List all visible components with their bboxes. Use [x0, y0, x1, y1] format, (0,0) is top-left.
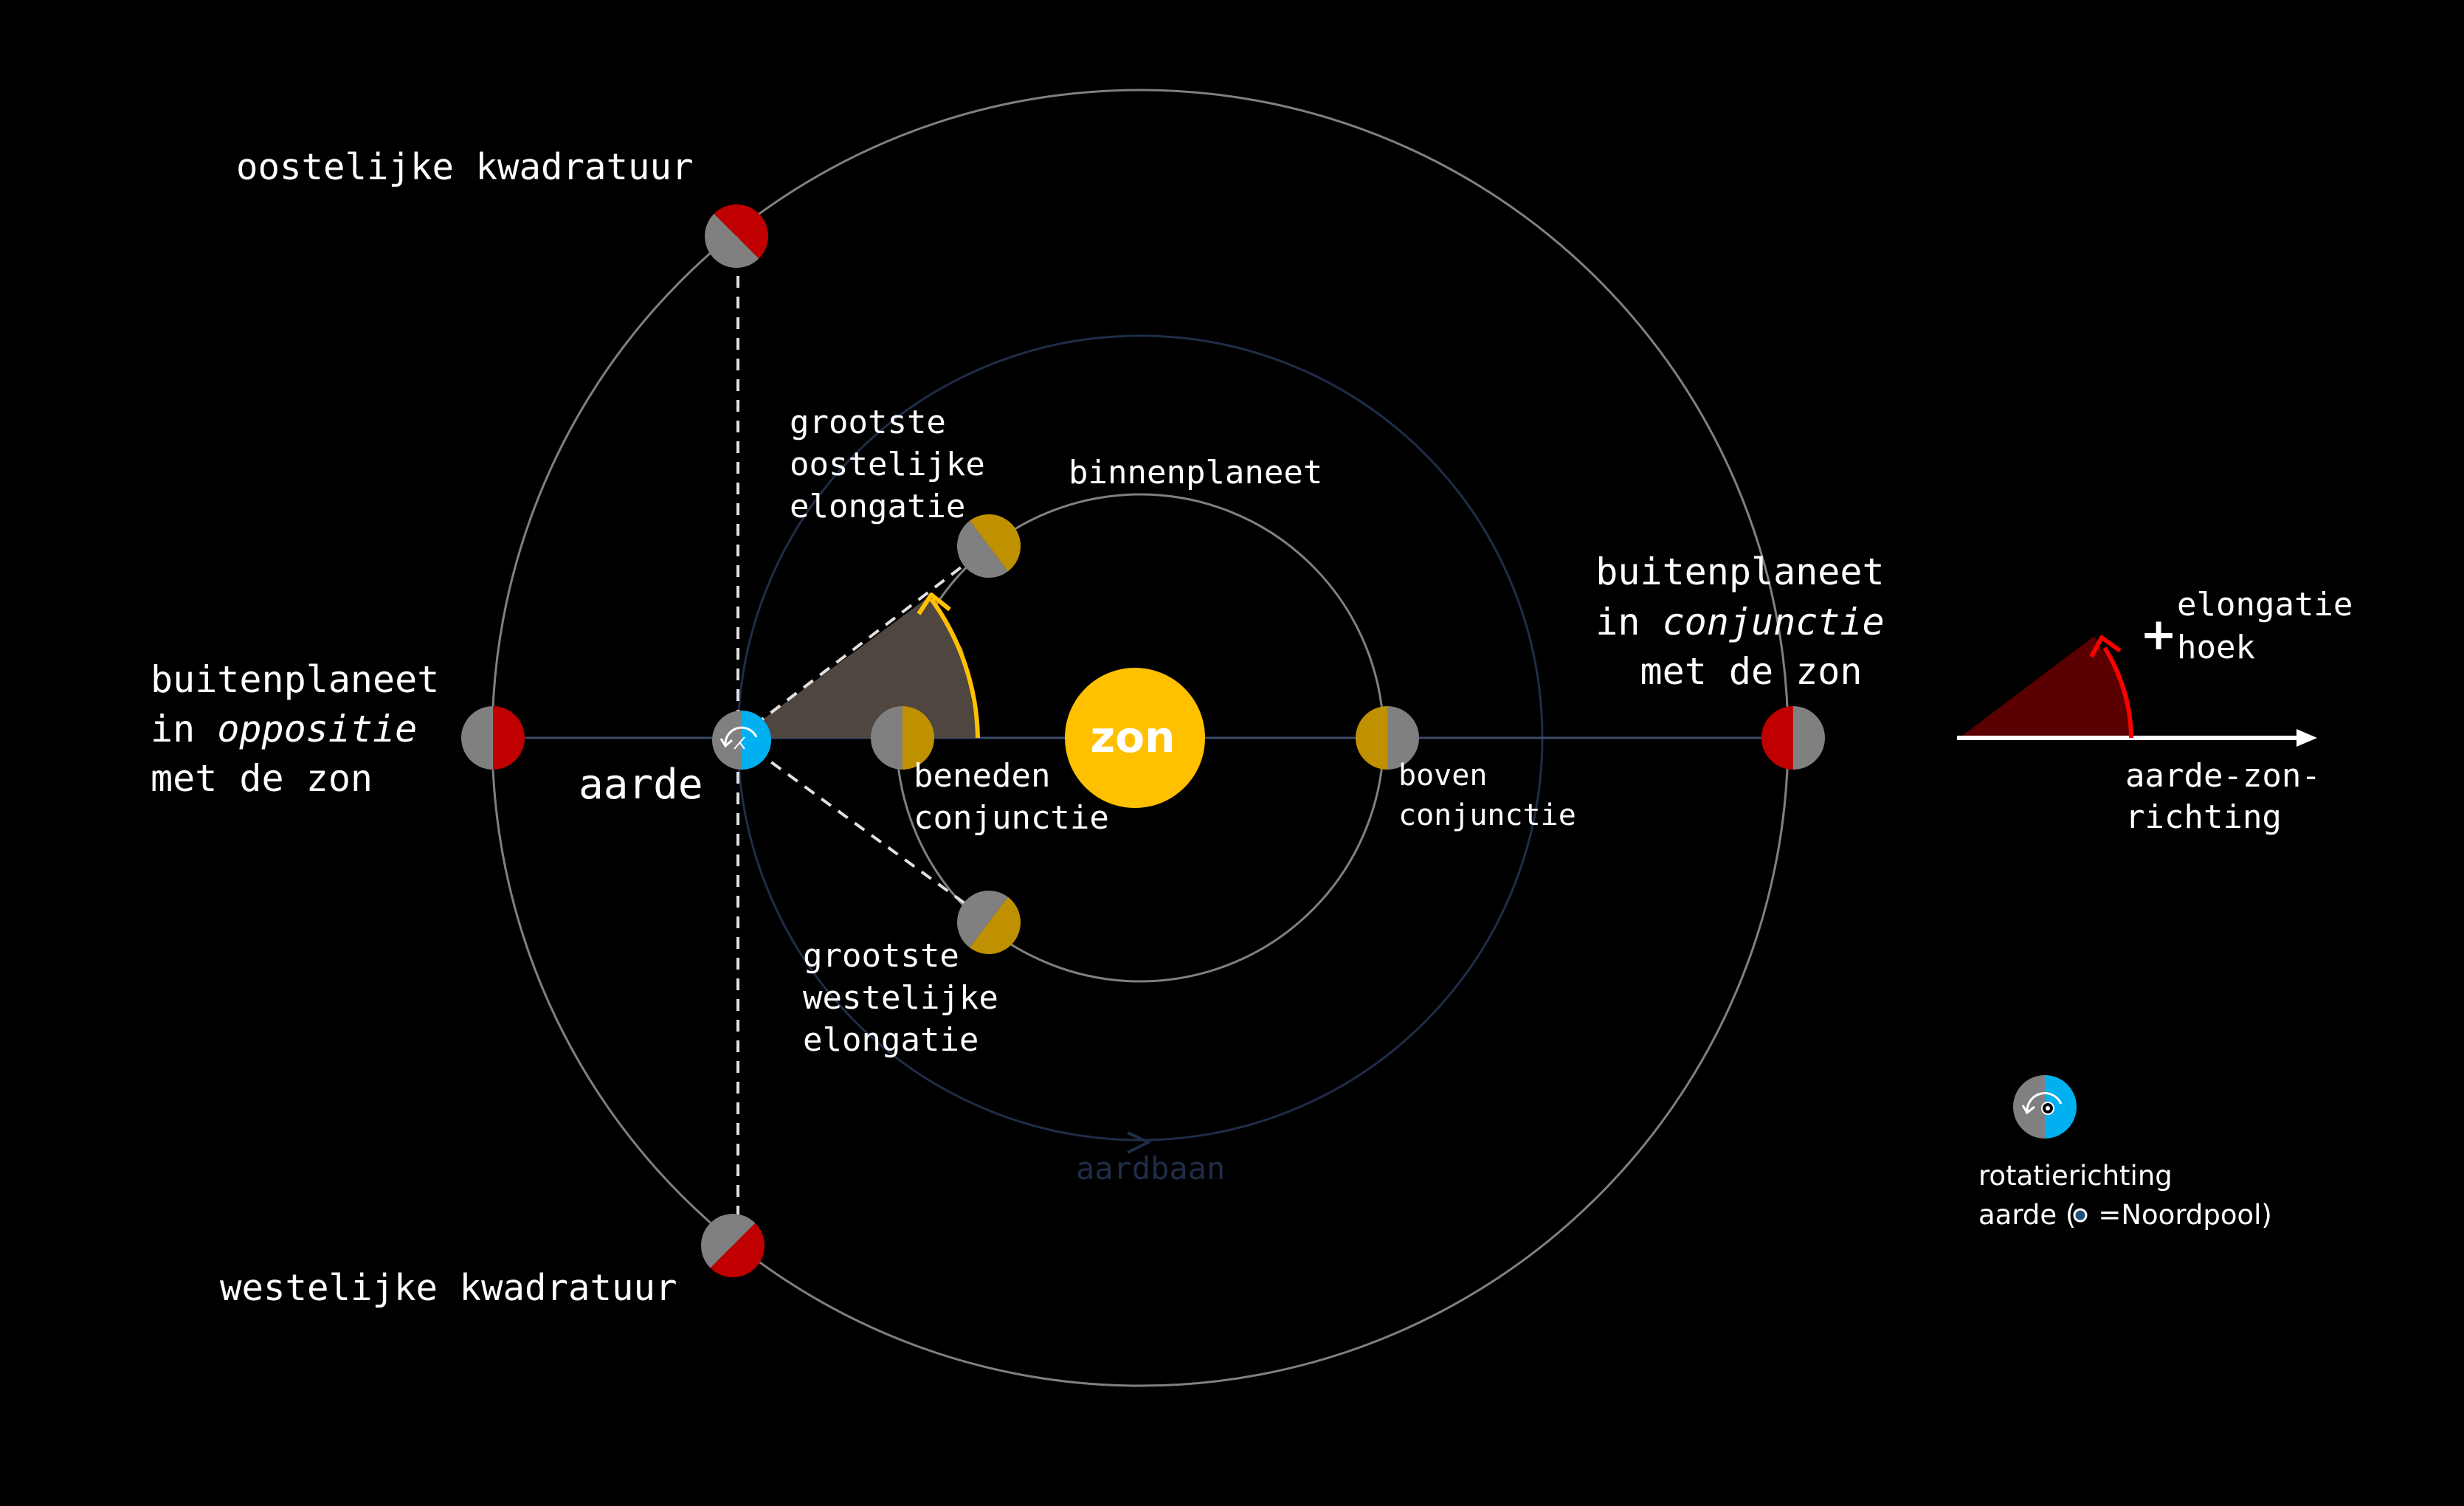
superior-conjunction-line-1: boven — [1398, 759, 1487, 792]
superior-conjunction-line-2: conjunctie — [1398, 798, 1576, 832]
elongation-arc — [929, 598, 980, 739]
greatest-west-line-1: grootste — [803, 937, 959, 975]
earth-label: aarde — [579, 761, 703, 809]
outer-opposition-line-3: met de zon — [151, 757, 373, 800]
inner-planet-superior-conjunction — [1356, 706, 1419, 770]
legend-elongation-arc-arrowhead — [2089, 635, 2122, 658]
greatest-east-elongation-label: grootste oostelijke elongatie — [790, 404, 1004, 525]
rotation-legend-line-1: rotatierichting — [1978, 1160, 2173, 1192]
rotation-legend-line-2: aarde (=Noordpool) — [1978, 1199, 2272, 1231]
superior-conjunction-label: boven conjunctie — [1398, 759, 1576, 832]
earth-orbit-label: aardbaan — [1076, 1150, 1225, 1187]
outer-opposition-label: buitenplaneet in oppositie met de zon — [151, 658, 461, 800]
east-quadrature-label: oostelijke kwadratuur — [236, 146, 694, 188]
outer-planet-east-quadrature — [705, 204, 768, 268]
legend-elongation-label: elongatie hoek — [2177, 586, 2372, 666]
legend-elongation-line-2: hoek — [2177, 629, 2255, 666]
outer-planet-opposition — [461, 706, 525, 770]
legend-elongation-line-1: elongatie — [2177, 586, 2353, 624]
inner-planet-inferior-conjunction — [871, 706, 934, 770]
sun-label: zon — [1091, 712, 1176, 762]
elongation-wedge — [738, 596, 978, 738]
legend-elongation-wedge — [1959, 636, 2131, 738]
earth-rotation-icon — [2013, 1075, 2077, 1139]
inferior-conjunction-label: beneden conjunctie — [914, 757, 1109, 837]
earth — [712, 711, 771, 770]
inner-planet-greatest-east — [957, 514, 1021, 578]
greatest-west-elongation-label: grootste westelijke elongatie — [803, 937, 1018, 1059]
north-pole-dot — [2073, 1208, 2088, 1223]
legend-earth-sun-line-1: aarde-zon- — [2125, 757, 2321, 795]
outer-opposition-line-2: in oppositie — [151, 708, 417, 750]
sightline-west-elongation — [736, 736, 990, 922]
legend-earth-sun-line-2: richting — [2125, 798, 2282, 836]
inferior-conjunction-line-1: beneden — [914, 757, 1050, 795]
greatest-east-line-3: elongatie — [790, 488, 965, 525]
north-pole-dot-icon: =Noordpool) — [2098, 1199, 2271, 1231]
inferior-conjunction-line-2: conjunctie — [914, 799, 1109, 837]
outer-planet-conjunction — [1761, 706, 1825, 770]
legend-plus-sign: + — [2140, 609, 2177, 660]
inner-planet-label: binnenplaneet — [1069, 454, 1322, 491]
greatest-west-line-3: elongatie — [803, 1021, 979, 1059]
elongation-arc-arrowhead — [917, 593, 951, 615]
outer-opposition-line-1: buitenplaneet — [151, 658, 439, 701]
west-quadrature-label: westelijke kwadratuur — [220, 1267, 677, 1309]
inner-planet-greatest-west — [957, 891, 1021, 954]
earth-orbit-direction-arrow — [1127, 1131, 1152, 1154]
sightline-east-elongation — [736, 545, 990, 739]
greatest-west-line-2: westelijke — [803, 979, 998, 1017]
outer-conjunction-line-3: met de zon — [1640, 650, 1862, 693]
sun — [1065, 668, 1205, 808]
outer-conjunction-line-1: buitenplaneet — [1595, 550, 1884, 593]
outer-conjunction-label: buitenplaneet in conjunctie met de zon — [1595, 550, 1906, 693]
outer-planet-west-quadrature — [701, 1214, 765, 1277]
legend-elongation-arc — [2102, 646, 2133, 739]
greatest-east-line-2: oostelijke — [790, 446, 985, 483]
outer-conjunction-line-2: in conjunctie — [1595, 601, 1884, 643]
greatest-east-line-1: grootste — [790, 404, 946, 441]
legend-earth-sun-arrowhead — [2296, 729, 2317, 747]
legend-earth-sun-label: aarde-zon- richting — [2125, 757, 2340, 836]
